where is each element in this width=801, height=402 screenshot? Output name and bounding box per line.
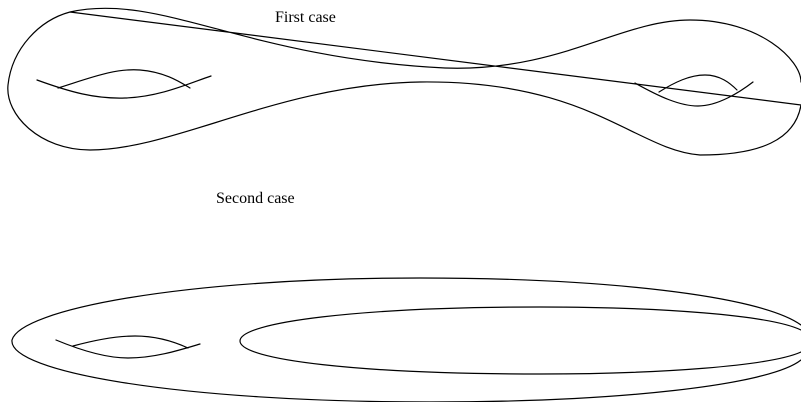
first-case-right-hole xyxy=(634,74,754,107)
second-case-inner-ellipse xyxy=(239,306,801,375)
first-case-left-hole xyxy=(36,69,212,99)
second-left-hole-lower-curve xyxy=(55,339,201,359)
second-case-caption: Second case xyxy=(216,190,295,207)
first-case-group: First case xyxy=(7,7,801,156)
second-case-outer-outline xyxy=(11,277,801,402)
first-case-caption: First case xyxy=(275,9,336,26)
left-hole-lower-curve xyxy=(36,75,212,99)
left-hole-upper-curve xyxy=(57,69,191,89)
right-hole-upper-curve xyxy=(658,74,738,93)
second-case-left-hole xyxy=(55,335,201,359)
second-case-group: Second case xyxy=(11,190,801,402)
second-left-hole-upper-curve xyxy=(72,335,189,349)
first-case-outer-outline xyxy=(7,7,801,156)
right-hole-lower-curve xyxy=(634,81,754,107)
